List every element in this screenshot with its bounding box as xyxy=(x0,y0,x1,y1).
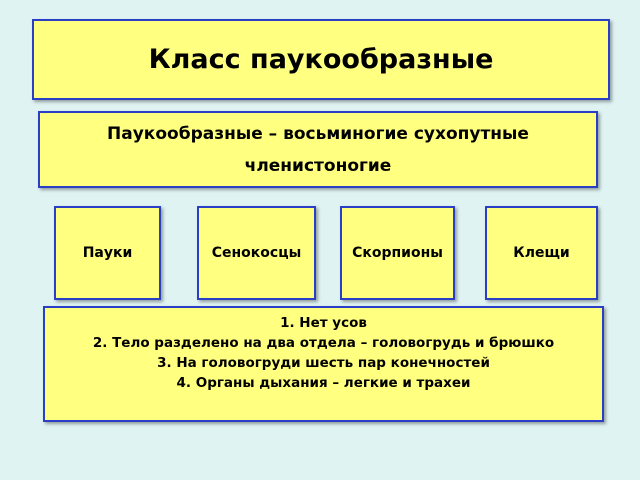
group-box-harvestmen: Сенокосцы xyxy=(197,206,316,300)
definition-box: Паукообразные – восьминогие сухопутные ч… xyxy=(38,111,598,188)
feature-item: 1. Нет усов xyxy=(280,315,367,331)
group-label-spiders: Пауки xyxy=(82,245,133,261)
title-box: Класс паукообразные xyxy=(32,19,610,100)
definition-text: Паукообразные – восьминогие сухопутные ч… xyxy=(107,123,529,176)
group-box-mites: Клещи xyxy=(485,206,598,300)
group-box-spiders: Пауки xyxy=(54,206,161,300)
group-label-mites: Клещи xyxy=(513,245,570,261)
features-list: 1. Нет усов 2. Тело разделено на два отд… xyxy=(45,313,602,393)
group-label-scorpions: Скорпионы xyxy=(352,245,443,261)
feature-item: 3. На головогруди шесть пар конечностей xyxy=(157,355,490,371)
page-title: Класс паукообразные xyxy=(148,44,494,75)
feature-item: 4. Органы дыхания – легкие и трахеи xyxy=(176,375,471,391)
group-label-harvestmen: Сенокосцы xyxy=(211,245,302,261)
group-box-scorpions: Скорпионы xyxy=(340,206,455,300)
feature-item: 2. Тело разделено на два отдела – голово… xyxy=(92,335,555,351)
features-box: 1. Нет усов 2. Тело разделено на два отд… xyxy=(43,306,604,422)
